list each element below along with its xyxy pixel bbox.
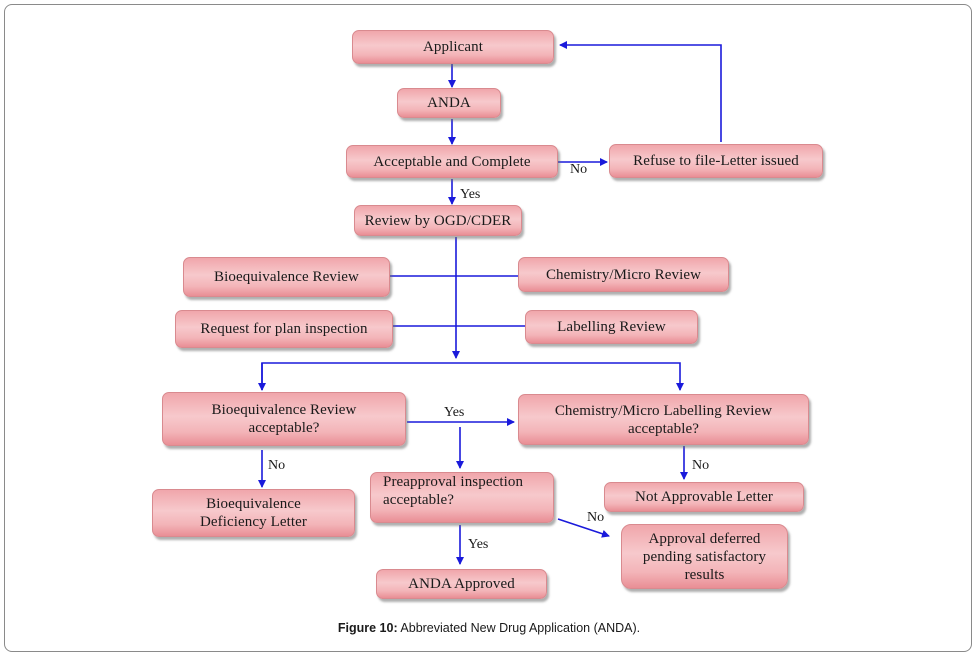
edge-refuse-applicant [559, 41, 722, 142]
label-bioeq-no: No [268, 458, 286, 473]
node-anda: ANDA [397, 88, 501, 118]
node-bioequivalence-deficiency-line1: Bioequivalence [206, 496, 301, 512]
label-preapproval-yes: Yes [468, 537, 489, 552]
label-chem-no: No [692, 458, 710, 473]
label-preapproval-no: No [587, 510, 605, 525]
node-applicant: Applicant [352, 30, 554, 64]
label-acceptable-no: No [570, 162, 588, 177]
node-review-ogd-cder: Review by OGD/CDER [354, 205, 522, 236]
caption-text: Abbreviated New Drug Application (ANDA). [397, 621, 641, 635]
node-preapproval-inspection: Preapproval inspection acceptable? [370, 472, 554, 523]
node-approval-deferred-line3: results [684, 566, 725, 583]
node-labelling-review: Labelling Review [525, 310, 698, 344]
node-chemistry-micro-review: Chemistry/Micro Review [518, 257, 729, 292]
node-approval-deferred-line1: Approval deferred [648, 530, 761, 547]
node-bioequivalence-acceptable: Bioequivalence Review acceptable? [162, 392, 406, 446]
node-chem-label-acceptable-line2: acceptable? [627, 420, 700, 437]
node-bioequivalence-deficiency: Bioequivalence Deficiency Letter [152, 489, 355, 537]
label-acceptable-yes: Yes [460, 187, 481, 202]
node-not-approvable: Not Approvable Letter [604, 482, 804, 512]
label-bioeq-yes: Yes [444, 405, 465, 420]
node-bioequivalence-acceptable-line1: Bioequivalence Review [211, 402, 357, 418]
node-chem-label-acceptable-line1: Chemistry/Micro Labelling Review [554, 402, 773, 419]
node-preapproval-line1: Preapproval inspection [383, 474, 524, 490]
node-bioequivalence-review: Bioequivalence Review [183, 257, 390, 297]
edge-split-left [261, 362, 684, 391]
node-approval-deferred: Approval deferred pending satisfactory r… [621, 524, 788, 589]
node-approval-deferred-line2: pending satisfactory [642, 548, 767, 565]
figure-caption: Figure 10: Abbreviated New Drug Applicat… [0, 621, 978, 635]
node-request-plan-inspection: Request for plan inspection [175, 310, 393, 348]
node-preapproval-line2: acceptable? [383, 492, 455, 508]
node-acceptable-complete: Acceptable and Complete [346, 145, 558, 178]
node-refuse-to-file: Refuse to file-Letter issued [609, 144, 823, 178]
caption-label: Figure 10: [337, 621, 398, 635]
edge-preapproval-deferred [557, 518, 610, 538]
figure-frame [4, 4, 972, 652]
node-chem-label-acceptable: Chemistry/Micro Labelling Review accepta… [518, 394, 809, 445]
node-anda-approved: ANDA Approved [376, 569, 547, 599]
node-bioequivalence-acceptable-line2: acceptable? [248, 420, 320, 436]
node-bioequivalence-deficiency-line2: Deficiency Letter [199, 514, 308, 530]
